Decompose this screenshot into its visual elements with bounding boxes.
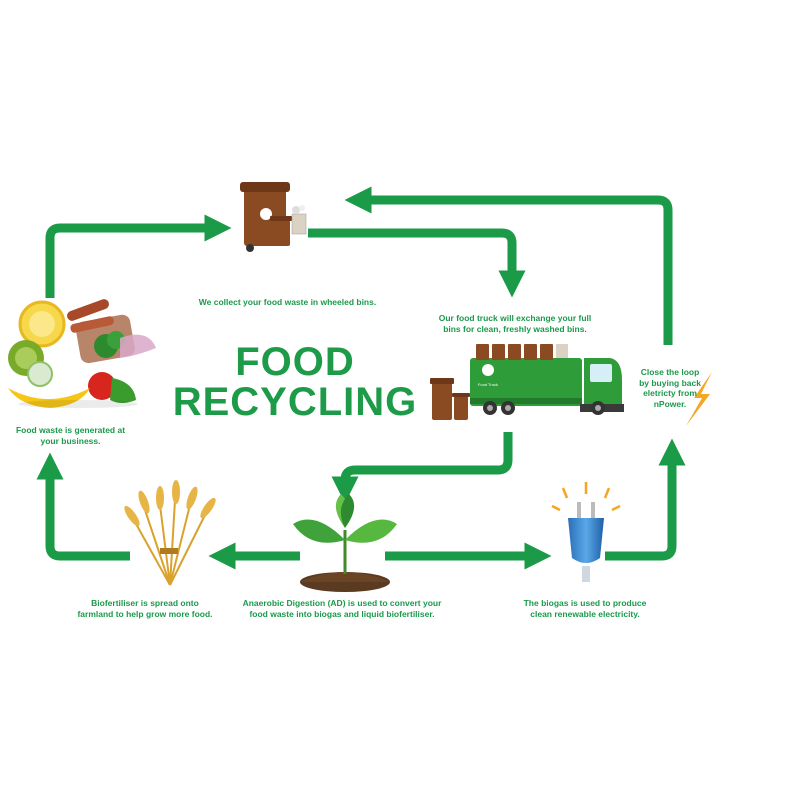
seedling-icon bbox=[293, 494, 397, 592]
arrow-loop-to-collect bbox=[344, 186, 673, 345]
food-truck-icon: Food Truck bbox=[430, 344, 624, 420]
title-recycling: RECYCLING bbox=[172, 380, 418, 424]
arrow-collect-to-truck bbox=[308, 228, 526, 298]
caption-digestion: Anaerobic Digestion (AD) is used to conv… bbox=[242, 598, 442, 619]
arrow-plug-to-loop bbox=[605, 438, 686, 561]
arrow-wheat-to-waste bbox=[36, 452, 130, 561]
wheelie-bin-icon bbox=[240, 182, 307, 252]
arrow-truck-to-digestion bbox=[331, 432, 513, 504]
truck-logo-text: Food Truck bbox=[478, 382, 498, 387]
electric-plug-icon bbox=[551, 482, 621, 582]
title-food: FOOD bbox=[235, 340, 355, 384]
caption-generated: Food waste is generated at your business… bbox=[15, 425, 126, 446]
arrow-waste-to-collect bbox=[45, 214, 232, 298]
caption-collect: We collect your food waste in wheeled bi… bbox=[198, 297, 377, 307]
caption-biogas: The biogas is used to produce clean rene… bbox=[523, 598, 647, 619]
caption-exchange: Our food truck will exchange your full b… bbox=[438, 313, 592, 334]
caption-biofertiliser: Biofertiliser is spread onto farmland to… bbox=[77, 598, 213, 619]
caption-close-loop: Close the loop by buying back eletricty … bbox=[639, 367, 701, 409]
truck-spare-bins bbox=[430, 378, 470, 420]
wheat-sheaf-icon bbox=[124, 480, 216, 586]
food-pile-icon bbox=[8, 299, 156, 408]
